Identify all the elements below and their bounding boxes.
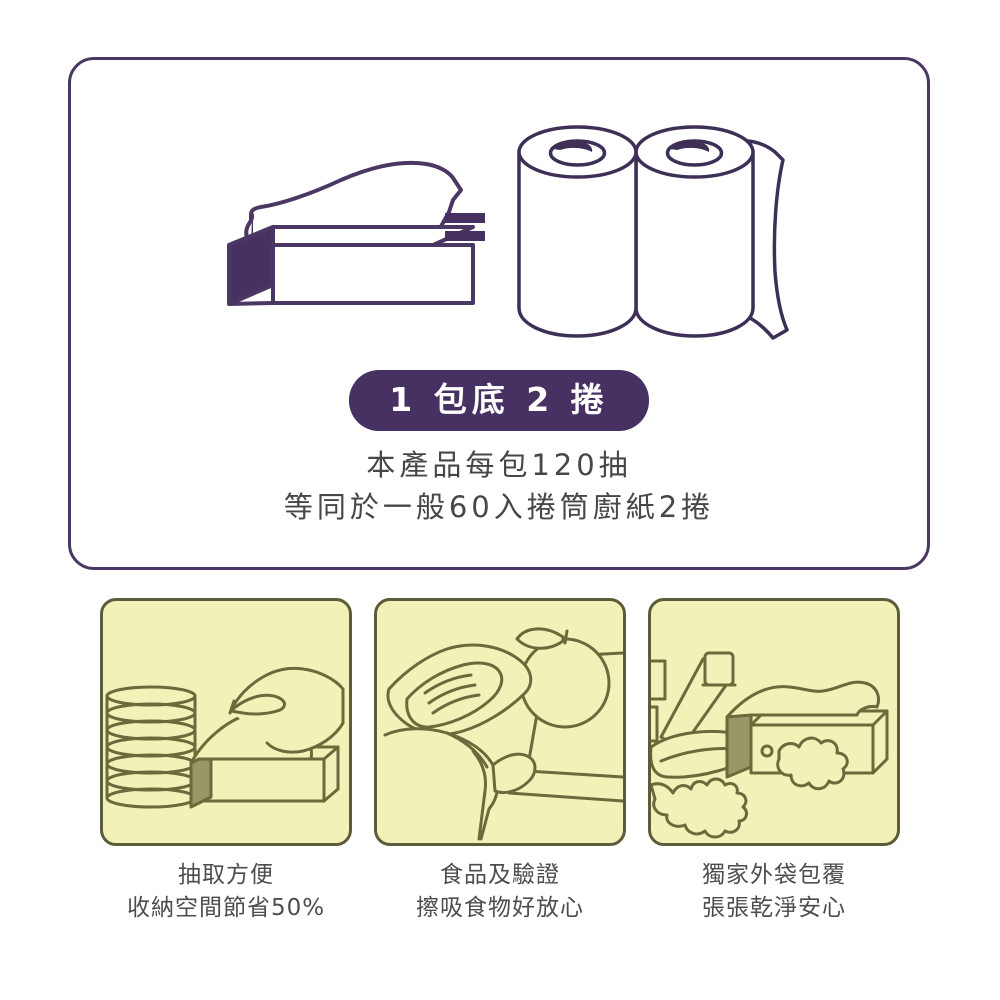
feature-panel-outer-wrap: 獨家外袋包覆 張張乾淨安心 — [648, 598, 900, 924]
feature-caption-food-safe: 食品及驗證 擦吸食物好放心 — [374, 859, 626, 924]
feature-panel-convenience: 抽取方便 收納空間節省50% — [100, 598, 352, 924]
tissue-box-icon — [221, 122, 481, 312]
feature-caption-convenience: 抽取方便 收納空間節省50% — [100, 859, 352, 924]
hands-wiping-apple-icon — [374, 598, 626, 846]
comparison-illustration-row — [71, 112, 927, 362]
feature-panel-list: 抽取方便 收納空間節省50% — [0, 598, 1000, 924]
feature-panel-food-safe: 食品及驗證 擦吸食物好放心 — [374, 598, 626, 924]
feature-caption-line-1: 抽取方便 — [178, 862, 274, 888]
hand-pulling-tissue-plates-icon — [100, 598, 352, 846]
comparison-card: 1 包底 2 捲 本產品每包120抽 等同於一般60入捲筒廚紙2捲 — [68, 57, 930, 570]
feature-caption-line-2: 收納空間節省50% — [126, 894, 326, 921]
paper-towel-rolls-icon — [491, 112, 791, 347]
feature-caption-line-1: 獨家外袋包覆 — [702, 862, 846, 888]
feature-caption-line-1: 食品及驗證 — [440, 862, 560, 888]
badge-container: 1 包底 2 捲 — [71, 370, 927, 432]
product-description: 本產品每包120抽 等同於一般60入捲筒廚紙2捲 — [71, 445, 927, 529]
faucet-water-splash-box-icon — [648, 598, 900, 846]
feature-caption-outer-wrap: 獨家外袋包覆 張張乾淨安心 — [648, 859, 900, 924]
status-badge: 1 包底 2 捲 — [349, 370, 649, 432]
description-line-1: 本產品每包120抽 — [366, 448, 632, 482]
equals-icon — [443, 207, 487, 247]
feature-caption-line-2: 張張乾淨安心 — [702, 894, 846, 921]
description-line-2: 等同於一般60入捲筒廚紙2捲 — [283, 489, 715, 524]
feature-caption-line-2: 擦吸食物好放心 — [416, 894, 584, 921]
